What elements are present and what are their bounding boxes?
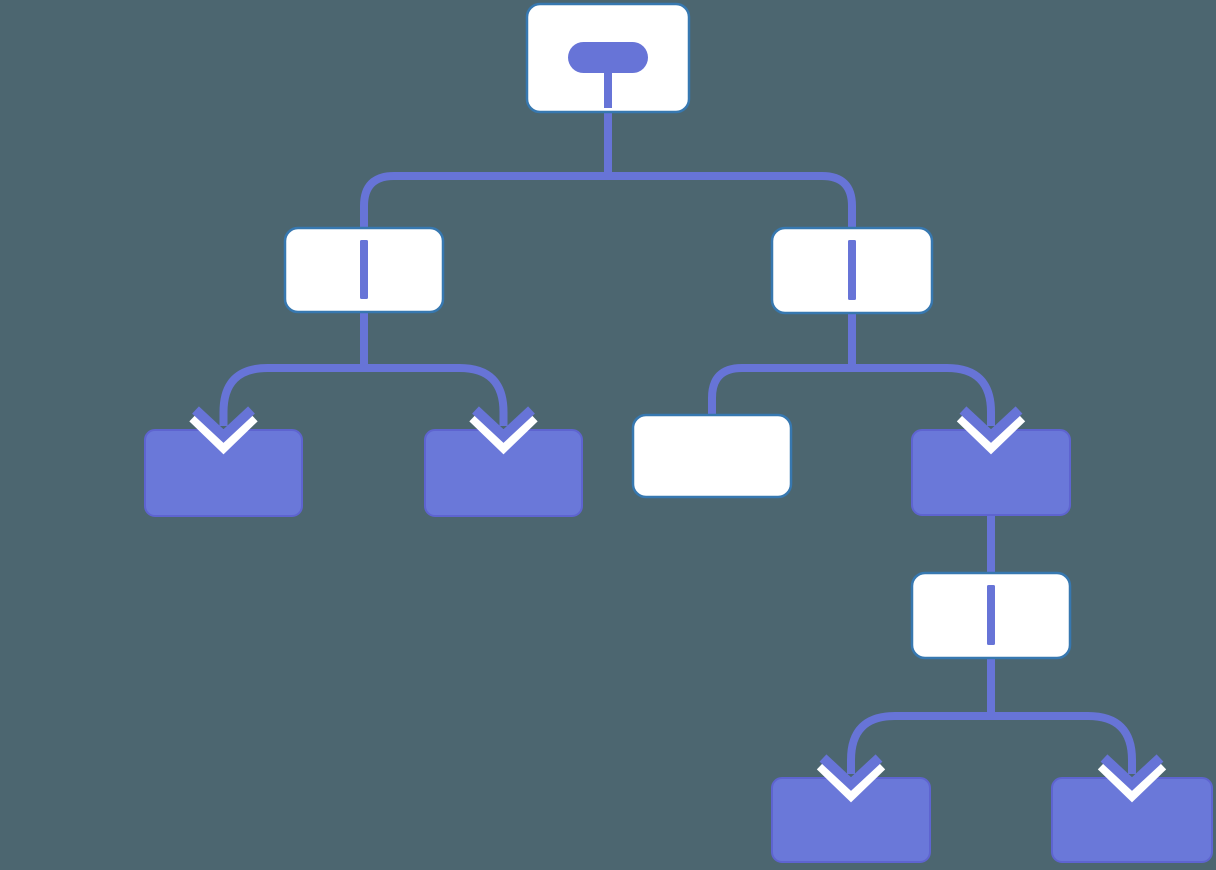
chevron-arrow-icon <box>189 406 258 455</box>
sub-branch-node[interactable] <box>910 571 1072 660</box>
divider-icon <box>987 585 995 645</box>
chevron-arrow-icon <box>1097 754 1167 803</box>
right-task-node[interactable] <box>631 413 793 499</box>
edge-layer <box>219 111 1136 774</box>
arrow-layer <box>189 406 1167 803</box>
divider-icon <box>360 240 368 299</box>
chevron-arrow-icon <box>816 754 886 803</box>
edge-left-branch-to-actions <box>219 311 508 426</box>
edge-subbranch-to-actions <box>847 657 1136 774</box>
edge-root-to-branches <box>360 111 856 230</box>
divider-icon <box>848 240 856 300</box>
chevron-arrow-icon <box>956 406 1026 455</box>
edge-right-branch-to-children <box>708 312 995 426</box>
node-layer <box>144 2 1213 863</box>
chevron-arrow-icon <box>469 406 538 455</box>
right-branch-node[interactable] <box>770 226 934 315</box>
root-node[interactable] <box>525 2 691 114</box>
left-branch-node[interactable] <box>283 226 445 314</box>
pill-icon <box>568 42 648 108</box>
